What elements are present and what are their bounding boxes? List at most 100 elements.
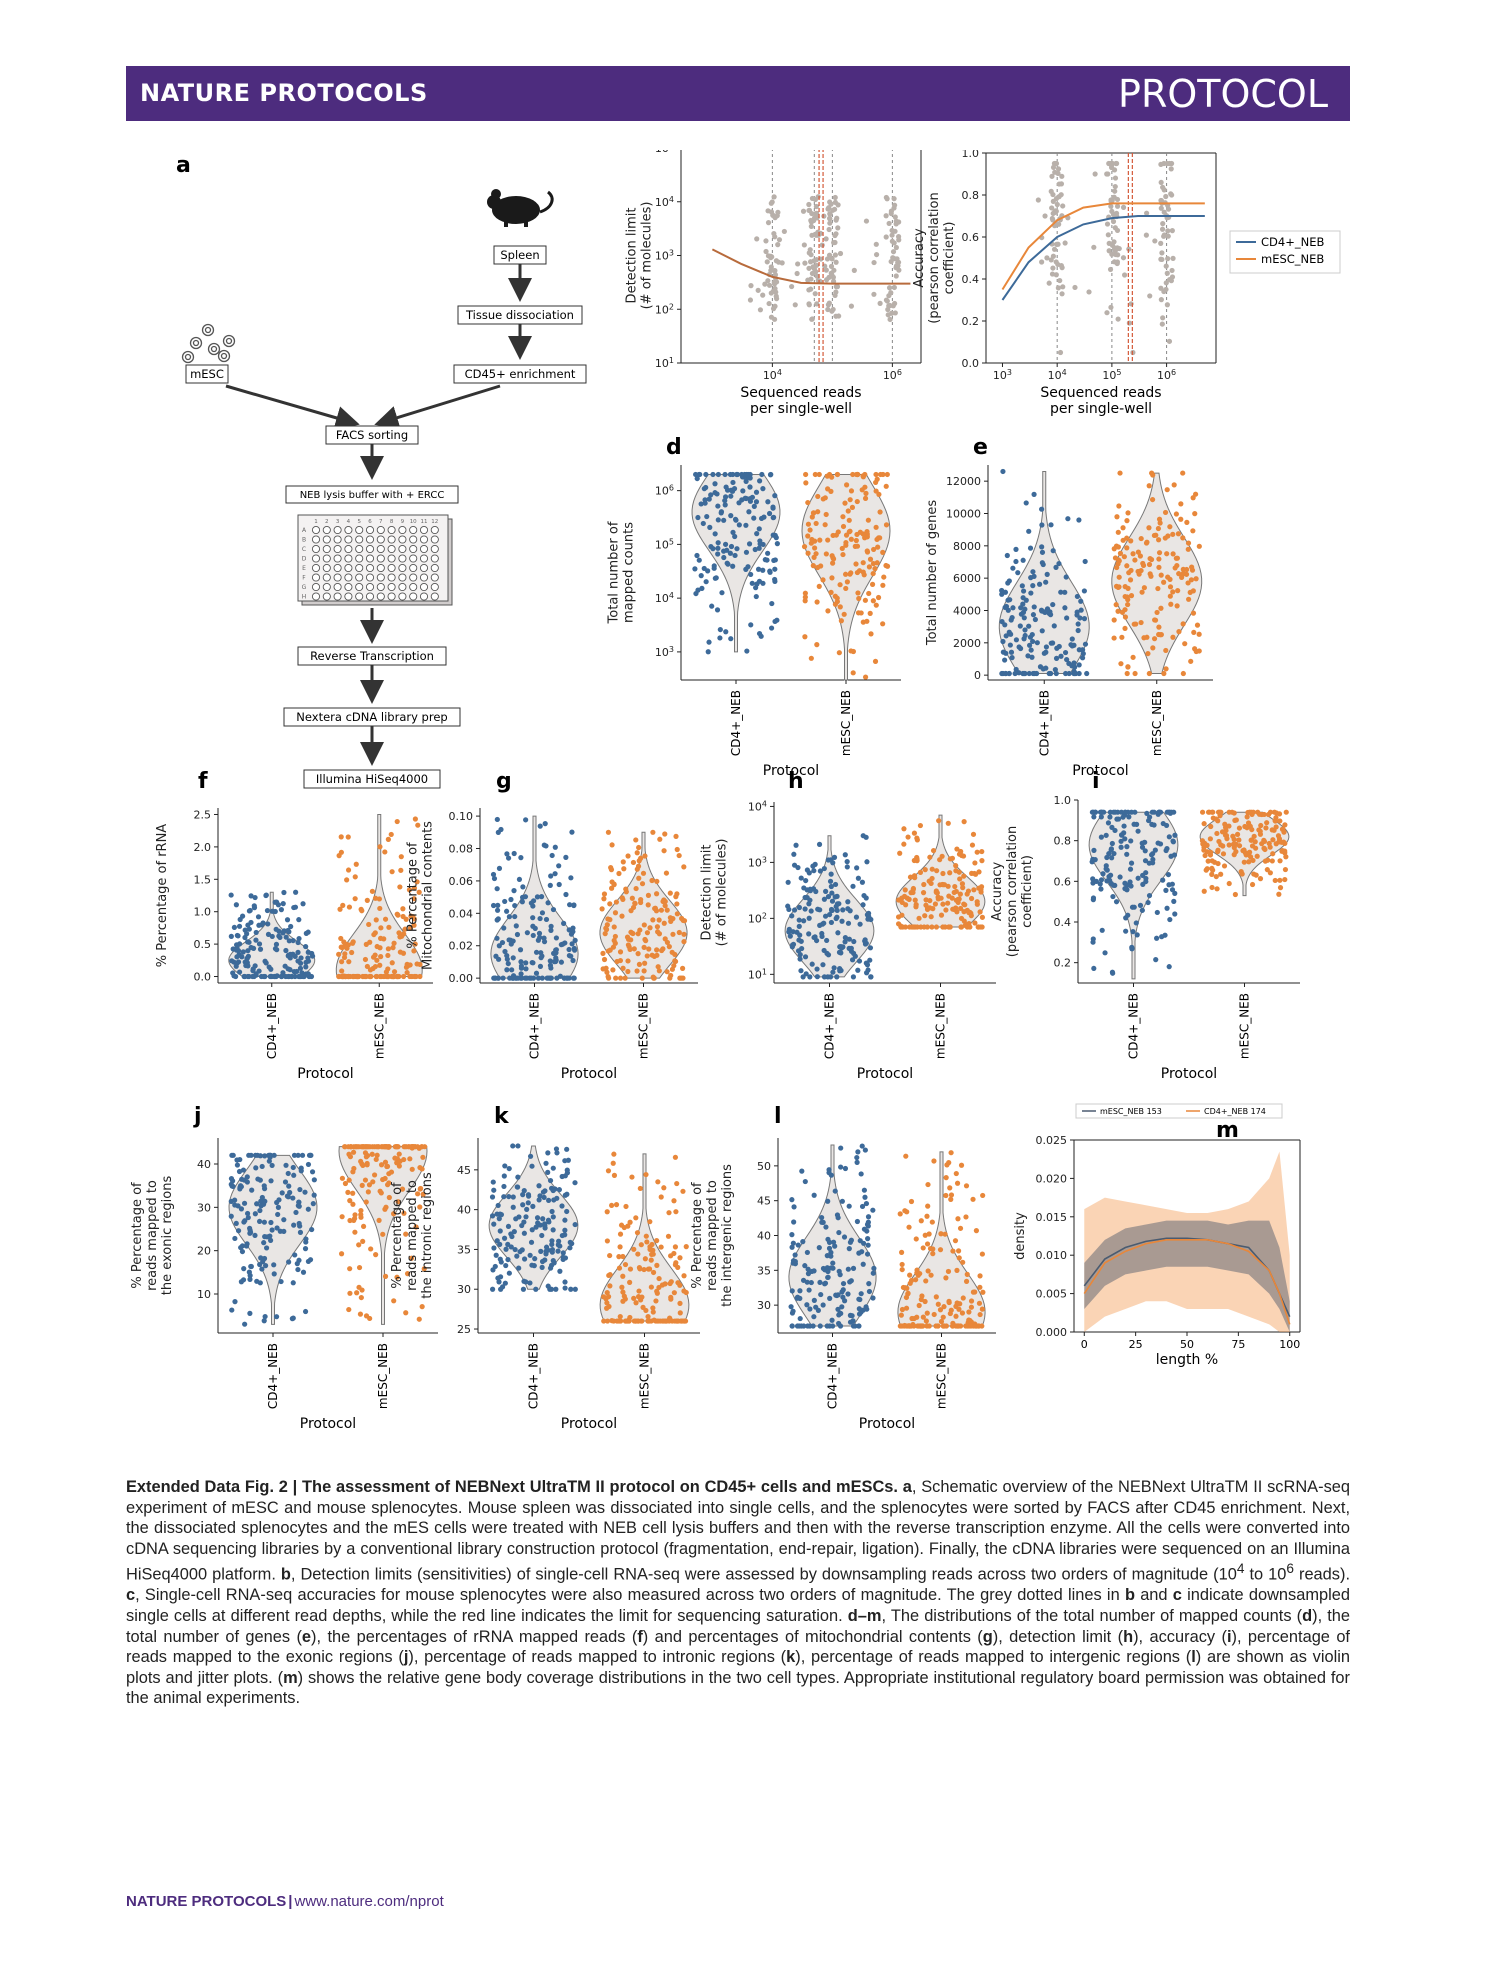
data-point — [972, 920, 978, 926]
data-point — [617, 949, 624, 955]
data-point — [846, 1203, 852, 1209]
data-point — [268, 1178, 274, 1184]
data-point — [791, 851, 797, 857]
data-point — [789, 1310, 796, 1316]
data-point — [1169, 887, 1176, 893]
data-point — [302, 1308, 309, 1315]
data-point — [710, 471, 716, 478]
data-point — [759, 471, 765, 478]
data-point — [842, 939, 848, 945]
data-point — [825, 1274, 831, 1281]
data-point — [524, 930, 530, 936]
data-point — [1020, 557, 1026, 563]
data-point — [515, 1143, 521, 1149]
data-point — [1165, 256, 1171, 262]
data-point — [841, 1234, 848, 1240]
data-point — [520, 884, 526, 890]
data-point — [834, 1212, 841, 1218]
data-point — [280, 930, 286, 936]
svg-text:Nextera cDNA library prep: Nextera cDNA library prep — [296, 710, 447, 724]
data-point — [1188, 658, 1194, 664]
data-point — [1118, 844, 1124, 850]
data-point — [793, 842, 799, 848]
data-point — [1053, 272, 1059, 278]
data-point — [940, 882, 946, 888]
data-point — [859, 1143, 865, 1149]
data-point — [862, 938, 868, 944]
x-axis-label: Protocol — [561, 1416, 617, 1432]
data-point — [609, 1202, 615, 1209]
y-tick-label: 45 — [457, 1164, 471, 1177]
data-point — [554, 1150, 560, 1156]
data-point — [1028, 647, 1034, 653]
data-point — [1163, 647, 1169, 654]
data-point — [835, 930, 841, 936]
data-point — [677, 1310, 683, 1316]
data-point — [1116, 584, 1122, 590]
footer-url-link[interactable]: www.nature.com/nprot — [294, 1893, 444, 1910]
data-point — [854, 865, 860, 871]
data-point — [938, 1231, 944, 1237]
panel-label-i: i — [1092, 769, 1100, 794]
data-point — [927, 1245, 934, 1252]
data-point — [1192, 511, 1198, 517]
data-point — [950, 1248, 956, 1254]
data-point — [803, 480, 809, 486]
data-point — [1254, 853, 1260, 859]
data-point — [1026, 623, 1032, 629]
data-point — [519, 1247, 525, 1253]
data-point — [256, 1218, 263, 1225]
y-tick-label: 103 — [655, 644, 674, 659]
data-point — [765, 499, 771, 505]
x-tick-label: CD4+_NEB — [729, 690, 743, 756]
y-tick-label: 0 — [974, 669, 981, 682]
data-point — [811, 868, 817, 874]
data-point — [650, 1269, 657, 1276]
data-point — [864, 859, 870, 865]
data-point — [603, 926, 610, 933]
data-point — [401, 1210, 407, 1216]
data-point — [515, 975, 521, 981]
data-point — [568, 1286, 574, 1292]
data-point — [928, 880, 934, 887]
data-point — [1146, 525, 1152, 531]
data-point — [861, 1187, 867, 1193]
data-point — [802, 1178, 808, 1185]
data-point — [307, 1257, 314, 1263]
data-point — [599, 906, 605, 912]
y-tick-label: 102 — [748, 911, 767, 926]
data-point — [356, 1264, 363, 1271]
data-point — [680, 1188, 686, 1194]
data-point — [923, 902, 929, 908]
data-point — [840, 907, 846, 913]
data-point — [416, 1145, 422, 1151]
plate-well — [409, 563, 418, 573]
x-tick-label: 106 — [1157, 368, 1176, 383]
data-point — [1185, 540, 1192, 546]
plate-well — [430, 525, 439, 535]
data-point — [1090, 876, 1096, 882]
data-point — [1108, 164, 1115, 171]
data-point — [268, 1219, 274, 1226]
data-point — [1051, 160, 1058, 167]
data-point — [848, 303, 855, 309]
data-point — [864, 548, 870, 554]
data-point — [825, 1198, 831, 1204]
data-point — [626, 1317, 632, 1323]
data-point — [840, 1294, 846, 1300]
data-point — [1163, 280, 1169, 286]
y-tick-label: 0.025 — [1036, 1134, 1068, 1147]
data-point — [805, 533, 811, 539]
data-point — [959, 881, 966, 887]
data-point — [229, 1307, 235, 1313]
y-tick-label: 0.6 — [962, 231, 980, 244]
data-point — [1110, 218, 1117, 225]
data-point — [795, 1242, 801, 1248]
plate-well — [398, 582, 407, 592]
data-point — [1180, 670, 1186, 677]
data-point — [1266, 840, 1272, 847]
data-point — [922, 1298, 928, 1305]
plate-well — [344, 554, 353, 563]
plate-well — [355, 592, 364, 601]
data-point — [342, 943, 348, 949]
